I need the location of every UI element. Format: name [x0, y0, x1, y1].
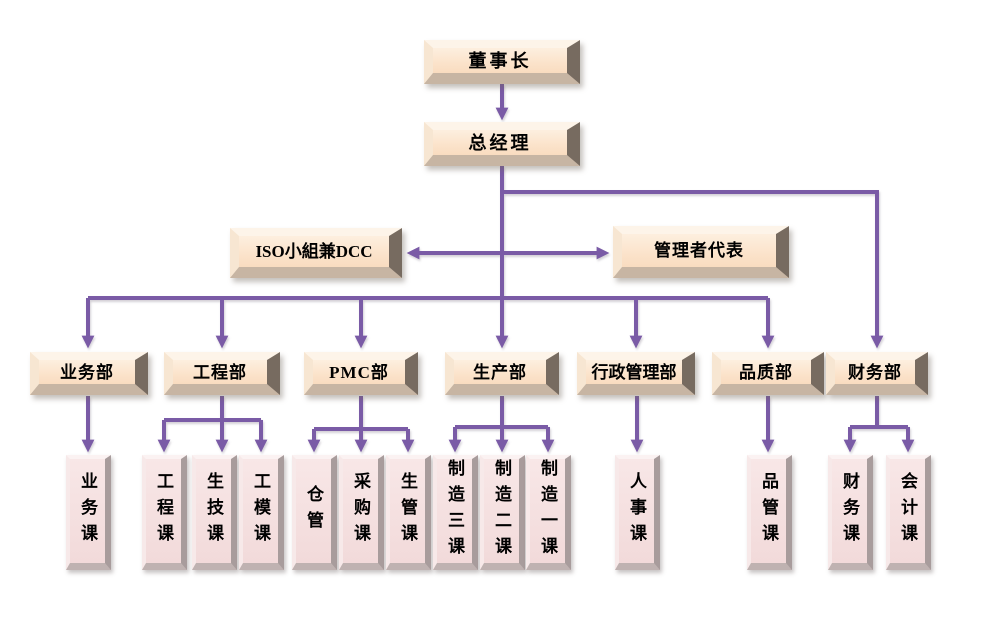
node-business-dept-label: 业务部: [60, 362, 114, 382]
node-hr-section-label: 人事课: [627, 472, 646, 550]
node-tooling-section-label: 工模课: [251, 472, 270, 550]
node-management-rep: 管理者代表: [613, 226, 789, 278]
node-accounting-section: 会计课: [886, 455, 931, 570]
node-quality-dept-label: 品质部: [739, 362, 793, 382]
node-production-dept-label: 生产部: [473, 362, 527, 382]
node-production-control-section-label: 生管课: [398, 472, 417, 550]
node-manufacturing-2-section: 制造二课: [480, 455, 525, 570]
connector-engineering-fork: [164, 396, 261, 422]
node-manufacturing-3-section-label: 制造三课: [445, 459, 464, 563]
node-warehouse-section-label: 仓管: [304, 485, 323, 537]
node-production-tech-section-label: 生技课: [204, 472, 223, 550]
node-chairman: 董事长: [424, 40, 580, 84]
node-chairman-label: 董事长: [468, 50, 532, 71]
node-finance-dept-label: 财务部: [848, 362, 902, 382]
node-manufacturing-1-section-label: 制造一课: [538, 459, 557, 563]
node-admin-dept: 行政管理部: [577, 352, 695, 395]
node-engineering-dept-label: 工程部: [193, 362, 247, 382]
node-hr-section: 人事课: [615, 455, 660, 570]
node-pmc-dept: PMC部: [304, 352, 418, 395]
node-quality-dept: 品质部: [712, 352, 824, 395]
node-finance-dept: 财务部: [826, 352, 928, 395]
connector-gm-finance: [502, 190, 884, 349]
node-admin-dept-label: 行政管理部: [591, 362, 677, 382]
node-warehouse-section: 仓管: [292, 455, 337, 570]
node-engineering-section: 工程课: [142, 455, 187, 570]
node-finance-section: 财务课: [828, 455, 873, 570]
node-manufacturing-1-section: 制造一课: [526, 455, 571, 570]
node-manufacturing-2-section-label: 制造二课: [492, 459, 511, 563]
node-management-rep-label: 管理者代表: [654, 241, 744, 260]
node-finance-section-label: 财务课: [840, 472, 859, 550]
node-manufacturing-3-section: 制造三课: [433, 455, 478, 570]
node-quality-control-section: 品管课: [747, 455, 792, 570]
node-general-manager-label: 总经理: [468, 132, 532, 153]
node-engineering-section-label: 工程课: [154, 472, 173, 550]
node-production-control-section: 生管课: [386, 455, 431, 570]
node-general-manager: 总经理: [424, 122, 580, 166]
node-tooling-section: 工模课: [239, 455, 284, 570]
connector-pmc-fork: [314, 396, 408, 431]
node-purchasing-section-label: 采购课: [351, 472, 370, 550]
node-pmc-dept-label: PMC部: [329, 362, 389, 382]
node-business-dept: 业务部: [30, 352, 148, 395]
node-iso-group-label: ISO小組兼DCC: [255, 242, 373, 261]
node-purchasing-section: 采购课: [339, 455, 384, 570]
node-accounting-section-label: 会计课: [898, 472, 917, 550]
connector-production-fork: [455, 396, 548, 429]
node-business-section-label: 业务课: [78, 472, 97, 550]
node-production-dept: 生产部: [445, 352, 559, 395]
node-production-tech-section: 生技课: [192, 455, 237, 570]
node-quality-control-section-label: 品管课: [759, 472, 778, 550]
node-iso-group: ISO小組兼DCC: [230, 228, 402, 278]
node-engineering-dept: 工程部: [164, 352, 280, 395]
node-business-section: 业务课: [66, 455, 111, 570]
connector-finance-fork: [850, 396, 908, 429]
